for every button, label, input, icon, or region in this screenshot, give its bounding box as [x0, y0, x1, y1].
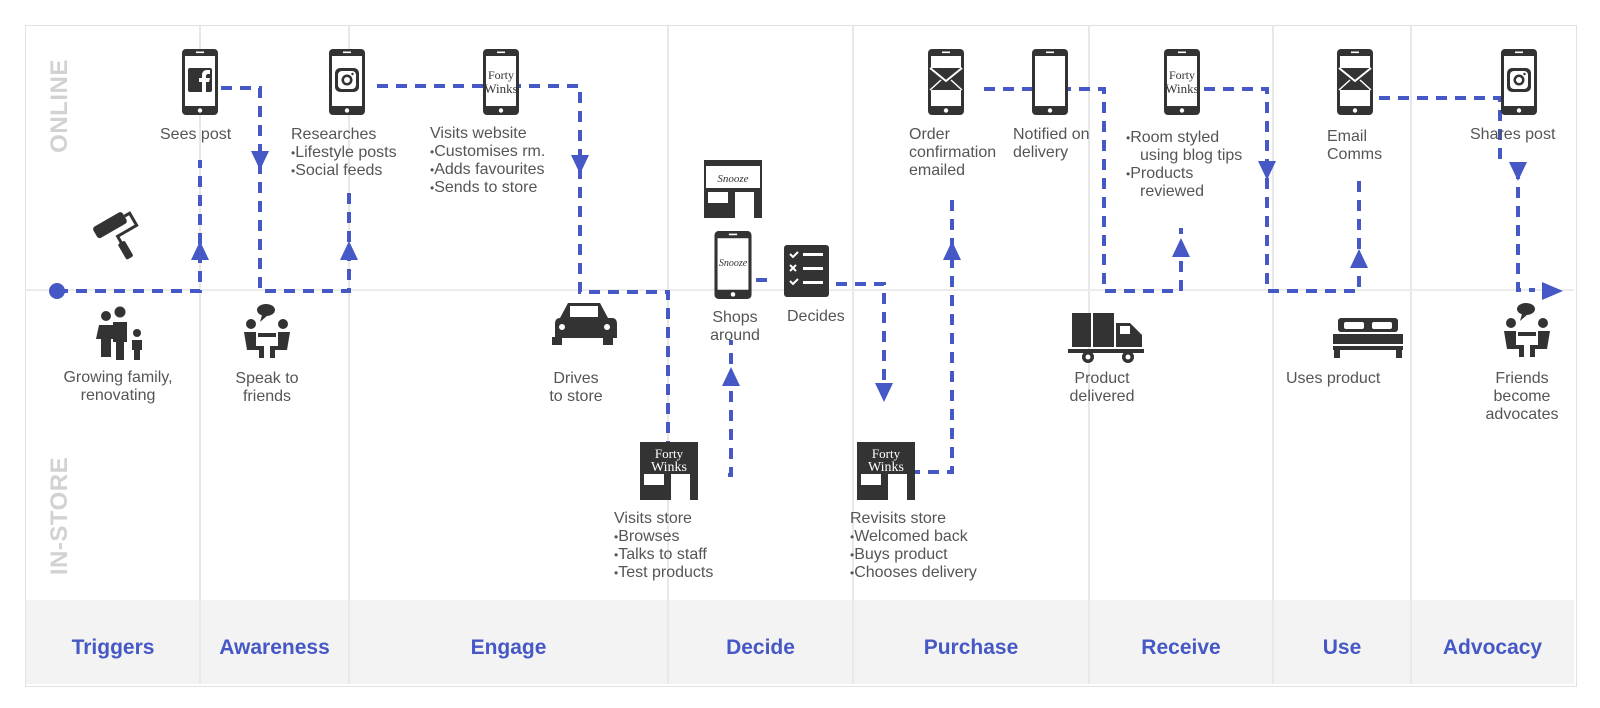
- arrow-down-icon: [251, 151, 269, 170]
- stage-decide: Decide: [726, 636, 795, 659]
- fortywinks-phone-icon: Forty Winks: [483, 49, 519, 115]
- lane-label-instore: IN-STORE: [46, 456, 73, 576]
- email-phone-icon: [928, 49, 964, 115]
- car-icon: [552, 303, 617, 345]
- svg-text:Forty: Forty: [488, 68, 514, 82]
- step-advocates: Friends become advocates: [1485, 370, 1559, 423]
- stage-advocacy: Advocacy: [1442, 636, 1543, 659]
- stage-engage: Engage: [470, 636, 547, 659]
- svg-text:Snooze: Snooze: [719, 258, 748, 269]
- svg-text:Forty: Forty: [655, 446, 684, 461]
- step-researches: Researches Lifestyle posts Social feeds: [291, 126, 397, 180]
- facebook-phone-icon: [182, 49, 218, 115]
- arrow-right-icon: [1542, 282, 1563, 300]
- svg-text:Winks: Winks: [484, 81, 517, 96]
- stage-receive: Receive: [1141, 636, 1221, 659]
- svg-text:Winks: Winks: [651, 460, 687, 475]
- step-revisits-store: Revisits store Welcomed back Buys produc…: [850, 510, 977, 582]
- step-visits-store: Visits store Browses Talks to staff Test…: [614, 510, 713, 582]
- people-talking-icon: [1504, 303, 1550, 357]
- fortywinks-phone-icon: Forty Winks: [1164, 49, 1200, 115]
- step-sees-post: Sees post: [160, 126, 232, 143]
- stage-dividers: [199, 26, 1412, 684]
- svg-text:Forty: Forty: [872, 446, 901, 461]
- svg-text:Winks: Winks: [1165, 81, 1198, 96]
- truck-icon: [1068, 313, 1144, 363]
- stage-awareness: Awareness: [219, 636, 330, 659]
- svg-text:Snooze: Snooze: [717, 173, 748, 185]
- email-phone-icon: [1337, 49, 1373, 115]
- arrow-up-icon: [943, 241, 961, 260]
- instagram-phone-icon: [329, 49, 365, 115]
- svg-text:Winks: Winks: [868, 460, 904, 475]
- step-visits-website: Visits website Customises rm. Adds favou…: [430, 125, 545, 197]
- step-growing-family: Growing family,renovating: [63, 369, 173, 404]
- arrow-up-icon: [1172, 238, 1190, 257]
- family-icon: [96, 306, 142, 360]
- step-order-confirmation: Order confirmation emailed: [909, 126, 997, 179]
- arrow-down-icon: [1258, 161, 1276, 180]
- arrow-up-icon: [1350, 249, 1368, 268]
- people-talking-icon: [244, 304, 290, 358]
- bed-icon: [1333, 318, 1403, 358]
- arrow-up-icon: [340, 241, 358, 260]
- paint-roller-icon: [93, 211, 139, 260]
- step-decides: Decides: [787, 308, 845, 325]
- journey-start-dot: [49, 283, 65, 299]
- arrow-up-icon: [722, 367, 740, 386]
- arrow-down-icon: [1509, 162, 1527, 181]
- journey-frame: [25, 25, 1577, 687]
- step-shares-post: Shares post: [1470, 126, 1556, 143]
- journey-arrowheads: [49, 151, 1563, 402]
- competitor-store-icon: Snooze: [704, 160, 762, 218]
- stage-footer: [26, 600, 1574, 684]
- competitor-phone-icon: Snooze: [714, 231, 752, 299]
- arrow-down-icon: [571, 155, 589, 174]
- phone-icon: [1032, 49, 1068, 115]
- checklist-icon: [784, 245, 829, 297]
- instagram-phone-icon: [1501, 49, 1537, 115]
- stage-triggers: Triggers: [71, 636, 155, 659]
- step-uses-product: Uses product: [1286, 370, 1381, 387]
- fortywinks-store-icon: Forty Winks: [640, 442, 698, 500]
- stage-purchase: Purchase: [923, 636, 1019, 659]
- lane-label-online: ONLINE: [46, 59, 73, 153]
- arrow-up-icon: [191, 241, 209, 260]
- stage-use: Use: [1322, 636, 1362, 659]
- fortywinks-store-icon: Forty Winks: [857, 442, 915, 500]
- svg-text:Forty: Forty: [1169, 68, 1195, 82]
- step-room-styled: Room styled using blog tips Products rev…: [1126, 129, 1242, 201]
- arrow-down-icon: [875, 383, 893, 402]
